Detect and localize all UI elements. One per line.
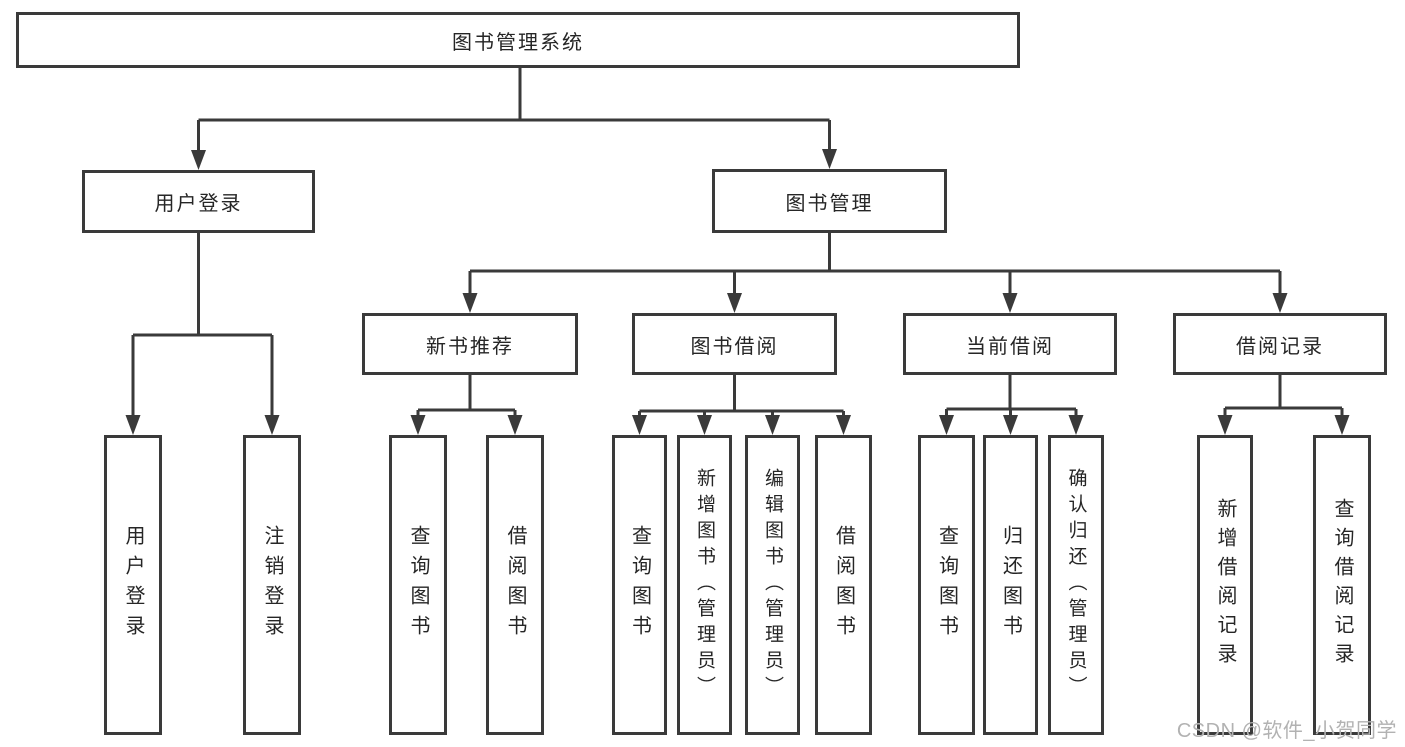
node-book-borrow: 图书借阅: [632, 313, 837, 375]
arrowhead-icon: [410, 415, 426, 435]
node-br-query: 查询借阅记录: [1313, 435, 1371, 735]
arrowhead-icon: [264, 415, 280, 435]
arrowhead-icon: [697, 415, 712, 435]
arrowhead-icon: [191, 150, 206, 170]
arrowhead-icon: [462, 293, 478, 313]
node-cb-query: 查询图书: [918, 435, 975, 735]
arrowhead-icon: [125, 415, 141, 435]
arrowhead-icon: [1334, 415, 1350, 435]
arrowhead-icon: [836, 415, 851, 435]
arrowhead-icon: [1002, 293, 1018, 313]
node-borrow-records: 借阅记录: [1173, 313, 1387, 375]
node-current-borrow: 当前借阅: [903, 313, 1117, 375]
node-rec-query: 查询图书: [389, 435, 447, 735]
node-bb-query: 查询图书: [612, 435, 667, 735]
arrowhead-icon: [939, 415, 954, 435]
arrowhead-icon: [1272, 293, 1288, 313]
arrowhead-icon: [822, 149, 837, 169]
node-root: 图书管理系统: [16, 12, 1020, 68]
node-user-login-leaf: 用户登录: [104, 435, 162, 735]
arrowhead-icon: [1003, 415, 1018, 435]
node-cb-confirm: 确认归还（管理员）: [1048, 435, 1104, 735]
node-logout: 注销登录: [243, 435, 301, 735]
node-bb-borrow: 借阅图书: [815, 435, 872, 735]
node-bb-edit: 编辑图书（管理员）: [745, 435, 800, 735]
watermark: CSDN @软件_小贺同学: [1176, 720, 1397, 742]
node-br-add: 新增借阅记录: [1197, 435, 1253, 735]
node-user-login: 用户登录: [82, 170, 315, 233]
arrowhead-icon: [632, 415, 647, 435]
node-book-mgmt: 图书管理: [712, 169, 947, 233]
arrowhead-icon: [507, 415, 523, 435]
node-cb-return: 归还图书: [983, 435, 1038, 735]
arrowhead-icon: [1217, 415, 1233, 435]
arrowhead-icon: [765, 415, 780, 435]
node-bb-add: 新增图书（管理员）: [677, 435, 732, 735]
node-new-book-rec: 新书推荐: [362, 313, 578, 375]
arrowhead-icon: [727, 293, 742, 313]
node-rec-borrow: 借阅图书: [486, 435, 544, 735]
arrowhead-icon: [1068, 415, 1084, 435]
